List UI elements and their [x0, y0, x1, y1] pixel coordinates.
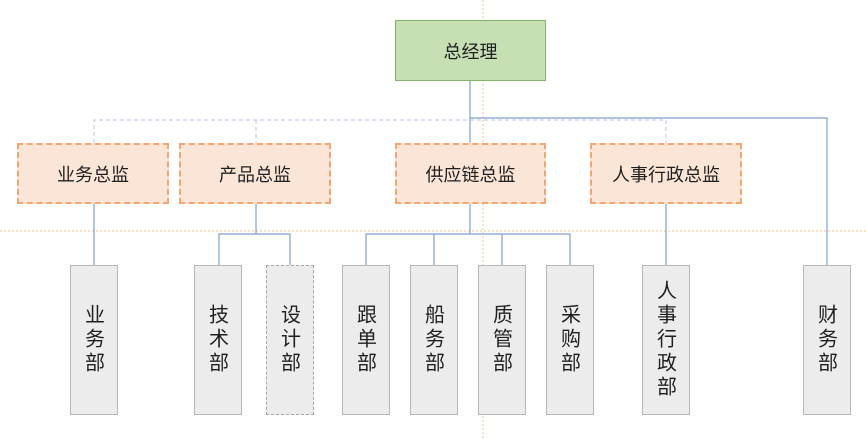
dashed-connector-hr-director: [470, 119, 667, 143]
shipping-dept-box: 船务部: [410, 265, 458, 415]
sales-director-box: 业务总监: [17, 143, 169, 204]
dashed-connector-sales-director: [93, 119, 470, 143]
hr-admin-director-box: 人事行政总监: [590, 143, 742, 204]
follow-up-dept-box: 跟单部: [342, 265, 390, 415]
hr-admin-dept-box: 人事行政部: [642, 265, 690, 415]
product-director-box: 产品总监: [179, 143, 331, 204]
sales-dept-box: 业务部: [70, 265, 118, 415]
connector-product-branches: [218, 233, 291, 265]
tech-dept-box: 技术部: [194, 265, 242, 415]
ceo-box: 总经理: [395, 20, 546, 81]
supply-chain-director-box: 供应链总监: [395, 143, 546, 204]
purchasing-dept-box: 采购部: [546, 265, 594, 415]
connector-supply-branches: [365, 233, 571, 265]
quality-dept-box: 质管部: [478, 265, 526, 415]
design-dept-box: 设计部: [266, 265, 314, 415]
finance-dept-box: 财务部: [803, 265, 851, 415]
connector-ceo-finance: [470, 117, 828, 265]
